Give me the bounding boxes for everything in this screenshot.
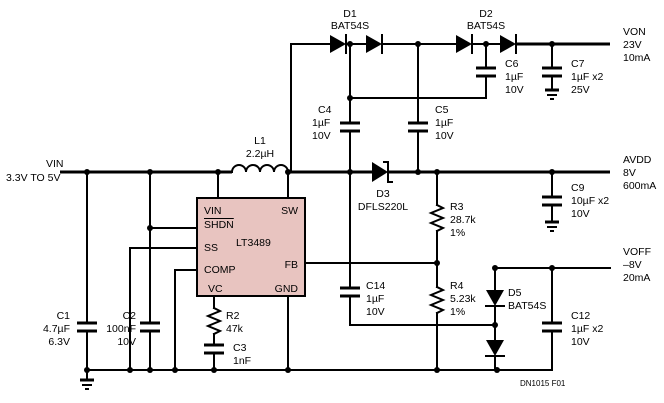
r4-value: 5.23k xyxy=(450,293,476,305)
voff-current: 20mA xyxy=(623,272,651,284)
figure-id: DN1015 F01 xyxy=(520,379,566,388)
d1-value: BAT54S xyxy=(330,20,370,32)
capacitor-c7 xyxy=(542,66,562,78)
c6-ref: C6 xyxy=(505,58,519,70)
vin-range: 3.3V TO 5V xyxy=(6,172,61,184)
c3-value: 1nF xyxy=(233,355,252,367)
r2-value: 47k xyxy=(226,323,243,335)
capacitor-c12 xyxy=(542,321,562,333)
pin-sw: SW xyxy=(281,205,298,217)
pin-comp: COMP xyxy=(204,264,236,276)
diode-d5a xyxy=(485,290,505,307)
pin-gnd: GND xyxy=(274,283,298,295)
c14-value: 1µF xyxy=(366,293,385,305)
c9-value: 10µF x2 xyxy=(571,195,610,207)
d3-ref: D3 xyxy=(376,188,390,200)
resistor-r3 xyxy=(428,203,446,233)
c7-value: 1µF x2 xyxy=(571,71,604,83)
c2-rating: 10V xyxy=(117,336,136,348)
c5-rating: 10V xyxy=(435,130,454,142)
d2-value: BAT54S xyxy=(466,20,506,32)
vin-name: VIN xyxy=(46,158,64,170)
r3-value: 28.7k xyxy=(450,214,476,226)
c1-ref: C1 xyxy=(56,310,70,322)
pin-vc: VC xyxy=(208,283,223,295)
c1-value: 4.7µF xyxy=(42,323,70,335)
capacitor-c2 xyxy=(140,171,160,371)
capacitor-c4 xyxy=(340,121,360,133)
d5-ref: D5 xyxy=(508,287,522,299)
d1-ref: D1 xyxy=(343,8,357,20)
r4-ref: R4 xyxy=(450,280,464,292)
c1-rating: 6.3V xyxy=(48,336,70,348)
von-voltage: 23V xyxy=(623,39,642,51)
c7-ref: C7 xyxy=(571,58,585,70)
capacitor-c3 xyxy=(204,343,224,371)
c9-ref: C9 xyxy=(571,182,585,194)
c2-value: 100nF xyxy=(106,323,136,335)
pin-fb: FB xyxy=(284,259,298,271)
c4-ref: C4 xyxy=(318,104,332,116)
diode-d5b xyxy=(485,340,505,357)
junction-dots xyxy=(84,41,555,373)
r3-ref: R3 xyxy=(450,201,464,213)
c3-ref: C3 xyxy=(233,342,247,354)
capacitor-c9 xyxy=(542,195,562,207)
l1-ref: L1 xyxy=(254,135,266,147)
capacitor-c14 xyxy=(340,286,360,298)
c12-ref: C12 xyxy=(571,310,591,322)
voff-name: VOFF xyxy=(623,246,651,258)
voff-voltage: –8V xyxy=(623,259,642,271)
diode-d1b xyxy=(366,34,383,54)
inductor-l1 xyxy=(230,164,290,174)
avdd-current: 600mA xyxy=(623,180,657,192)
c2-ref: C2 xyxy=(122,310,136,322)
avdd-voltage: 8V xyxy=(623,167,636,179)
c14-rating: 10V xyxy=(366,306,385,318)
c12-value: 1µF x2 xyxy=(571,323,604,335)
von-name: VON xyxy=(623,26,646,38)
c4-value: 1µF xyxy=(312,117,331,129)
ic-part-number: LT3489 xyxy=(236,237,271,249)
capacitor-c5 xyxy=(408,121,428,133)
ground-symbol-c9 xyxy=(545,204,559,232)
avdd-name: AVDD xyxy=(623,154,652,166)
pin-ss: SS xyxy=(204,242,219,254)
capacitor-c1 xyxy=(77,171,97,371)
diode-d3 xyxy=(372,161,393,183)
c6-value: 1µF xyxy=(505,71,524,83)
ground-symbol-c7 xyxy=(545,75,559,100)
d2-ref: D2 xyxy=(479,8,493,20)
pin-vin: VIN xyxy=(204,205,222,217)
l1-value: 2.2µH xyxy=(245,148,275,160)
c6-rating: 10V xyxy=(505,84,524,96)
c5-ref: C5 xyxy=(435,104,449,116)
diode-d2b xyxy=(500,34,517,54)
pin-shdn: SHDN xyxy=(204,219,234,231)
c5-value: 1µF xyxy=(435,117,454,129)
c12-rating: 10V xyxy=(571,336,590,348)
r2-ref: R2 xyxy=(226,310,240,322)
ic-lt3489: VIN SHDN SS COMP VC SW FB GND LT3489 xyxy=(196,197,306,297)
resistor-r2 xyxy=(205,296,223,346)
diode-d1a xyxy=(330,34,347,54)
c9-rating: 10V xyxy=(571,208,590,220)
d3-value: DFLS220L xyxy=(357,201,409,213)
r3-tol: 1% xyxy=(450,227,466,239)
capacitor-c6 xyxy=(476,66,496,78)
von-current: 10mA xyxy=(623,52,651,64)
c14-ref: C14 xyxy=(366,280,386,292)
d5-value: BAT54S xyxy=(508,300,547,312)
c4-rating: 10V xyxy=(312,130,331,142)
diode-d2a xyxy=(456,34,473,54)
c7-rating: 25V xyxy=(571,84,590,96)
resistor-r4 xyxy=(428,285,446,315)
r4-tol: 1% xyxy=(450,306,466,318)
